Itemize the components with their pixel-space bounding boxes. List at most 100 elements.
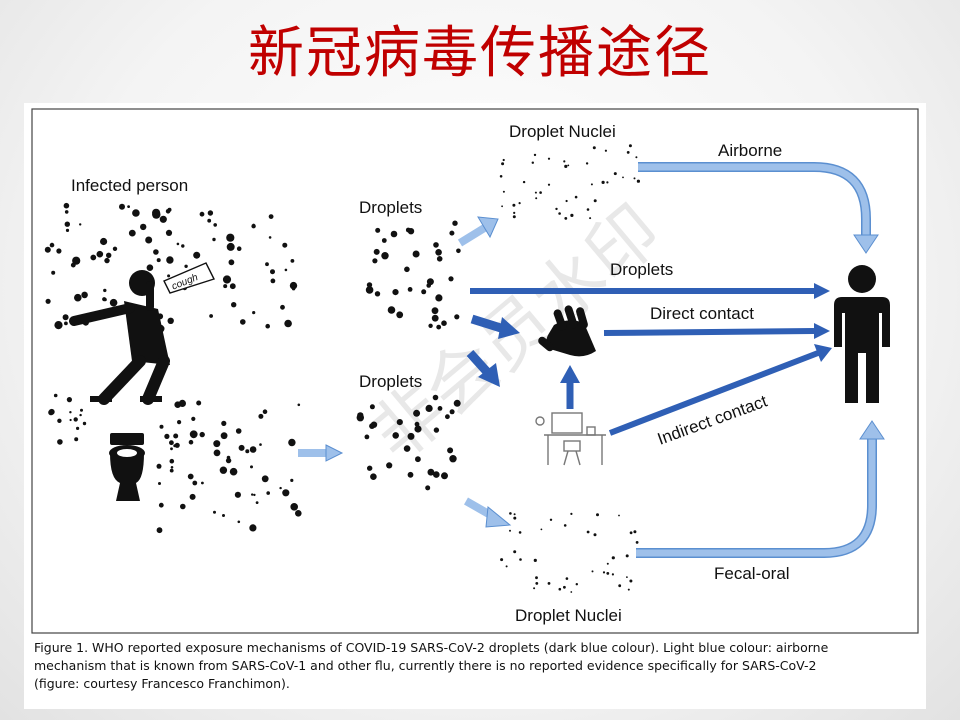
droplet-dot (176, 242, 180, 246)
droplet-dot (184, 264, 188, 268)
droplet-dot (448, 276, 454, 282)
droplet-dot (90, 254, 97, 261)
droplet-dot (564, 164, 568, 168)
droplet-dot (180, 503, 186, 510)
droplet-dot (590, 183, 593, 186)
droplet-dot (404, 266, 410, 273)
droplet-dot (251, 493, 254, 496)
droplet-dot (626, 576, 628, 578)
droplet-dot (234, 491, 241, 498)
droplet-dot (53, 393, 58, 398)
droplet-dot (156, 258, 161, 263)
droplet-dot (100, 252, 104, 255)
desk-to-hand-arrow (560, 365, 580, 409)
droplet-dot (165, 229, 173, 236)
droplet-dot (213, 510, 216, 514)
droplet-dot (226, 233, 235, 242)
droplet-dot (611, 556, 615, 560)
droplet-dot (284, 319, 292, 328)
droplet-dot (547, 582, 551, 585)
coughing-person-icon (69, 270, 170, 405)
droplet-dot (433, 471, 440, 478)
droplet-dot (158, 502, 164, 508)
indirect-contact-arrow (608, 344, 832, 436)
droplet-dot (69, 418, 72, 422)
droplet-dot (592, 146, 596, 150)
droplet-dot (633, 177, 636, 180)
droplet-dot (567, 164, 570, 167)
droplet-dot (412, 250, 420, 258)
droplet-dot (365, 286, 374, 294)
droplet-dot (629, 531, 633, 535)
droplet-dot (228, 259, 235, 266)
droplet-dot (219, 466, 228, 474)
droplet-dot (290, 259, 295, 263)
droplet-dot (174, 442, 180, 448)
droplet-dot (370, 421, 378, 428)
droplet-dot (79, 223, 82, 226)
droplet-dot (618, 584, 622, 588)
droplet-dot (236, 246, 242, 251)
droplet-dot (633, 530, 637, 534)
droplet-dot (372, 258, 378, 264)
droplet-dot (513, 550, 517, 554)
droplet-dot (63, 202, 70, 209)
droplet-dot (74, 437, 79, 442)
figure-caption: Figure 1. WHO reported exposure mechanis… (34, 639, 924, 693)
droplet-dot (626, 151, 630, 154)
droplet-dot (531, 161, 534, 164)
droplet-dot (456, 248, 461, 254)
droplet-dot (153, 249, 159, 255)
droplet-dot (221, 420, 227, 426)
droplet-dot (226, 242, 235, 251)
droplet-dot (499, 175, 503, 178)
droplet-dot (191, 416, 196, 421)
droplet-dot (181, 244, 185, 248)
caption-line-2: mechanism that is known from SARS-CoV-1 … (34, 658, 817, 673)
droplet-dot (173, 433, 179, 439)
droplet-dot (449, 230, 455, 236)
droplet-dot (436, 256, 443, 262)
indirect-contact-label: Indirect contact (655, 391, 770, 448)
droplet-dot (513, 211, 516, 214)
droplet-dot (212, 237, 216, 242)
droplet-dot (289, 281, 298, 290)
droplet-dot (593, 533, 597, 537)
dark-blue-arrows (466, 283, 832, 436)
droplet-dot (57, 439, 63, 445)
cough-bubble: cough (163, 262, 215, 294)
droplet-dot (54, 321, 63, 330)
droplet-dot (512, 203, 516, 207)
droplet-dot (533, 558, 537, 562)
droplet-dot (169, 440, 174, 446)
droplet-dot (48, 408, 55, 415)
droplet-dot (447, 447, 454, 454)
droplet-dot (396, 311, 404, 319)
droplet-dot (207, 210, 214, 216)
droplet-dot (253, 493, 256, 497)
droplet-dot (625, 554, 629, 558)
droplet-dot (127, 205, 130, 208)
droplet-dot (505, 565, 508, 568)
droplet-dot (593, 199, 597, 203)
direct-contact-label: Direct contact (650, 304, 754, 323)
droplet-dot (140, 223, 147, 231)
droplet-dot (535, 582, 539, 585)
droplets-to-hand-arrow (470, 314, 520, 339)
droplet-dot (635, 156, 638, 159)
droplets-to-nuclei-arrow (457, 216, 499, 247)
droplet-dot (415, 456, 421, 463)
droplet-dot (513, 516, 517, 520)
droplet-dot (170, 447, 173, 451)
droplet-dot (268, 214, 274, 219)
droplet-dot (152, 208, 161, 217)
droplet-dot (374, 291, 381, 297)
droplet-dot (370, 473, 377, 481)
droplet-dot (169, 468, 174, 473)
droplet-dot (628, 144, 632, 148)
droplet-dot (156, 527, 163, 534)
droplet-dot (453, 399, 461, 407)
droplet-dot (295, 510, 302, 517)
droplet-dot (249, 446, 257, 453)
